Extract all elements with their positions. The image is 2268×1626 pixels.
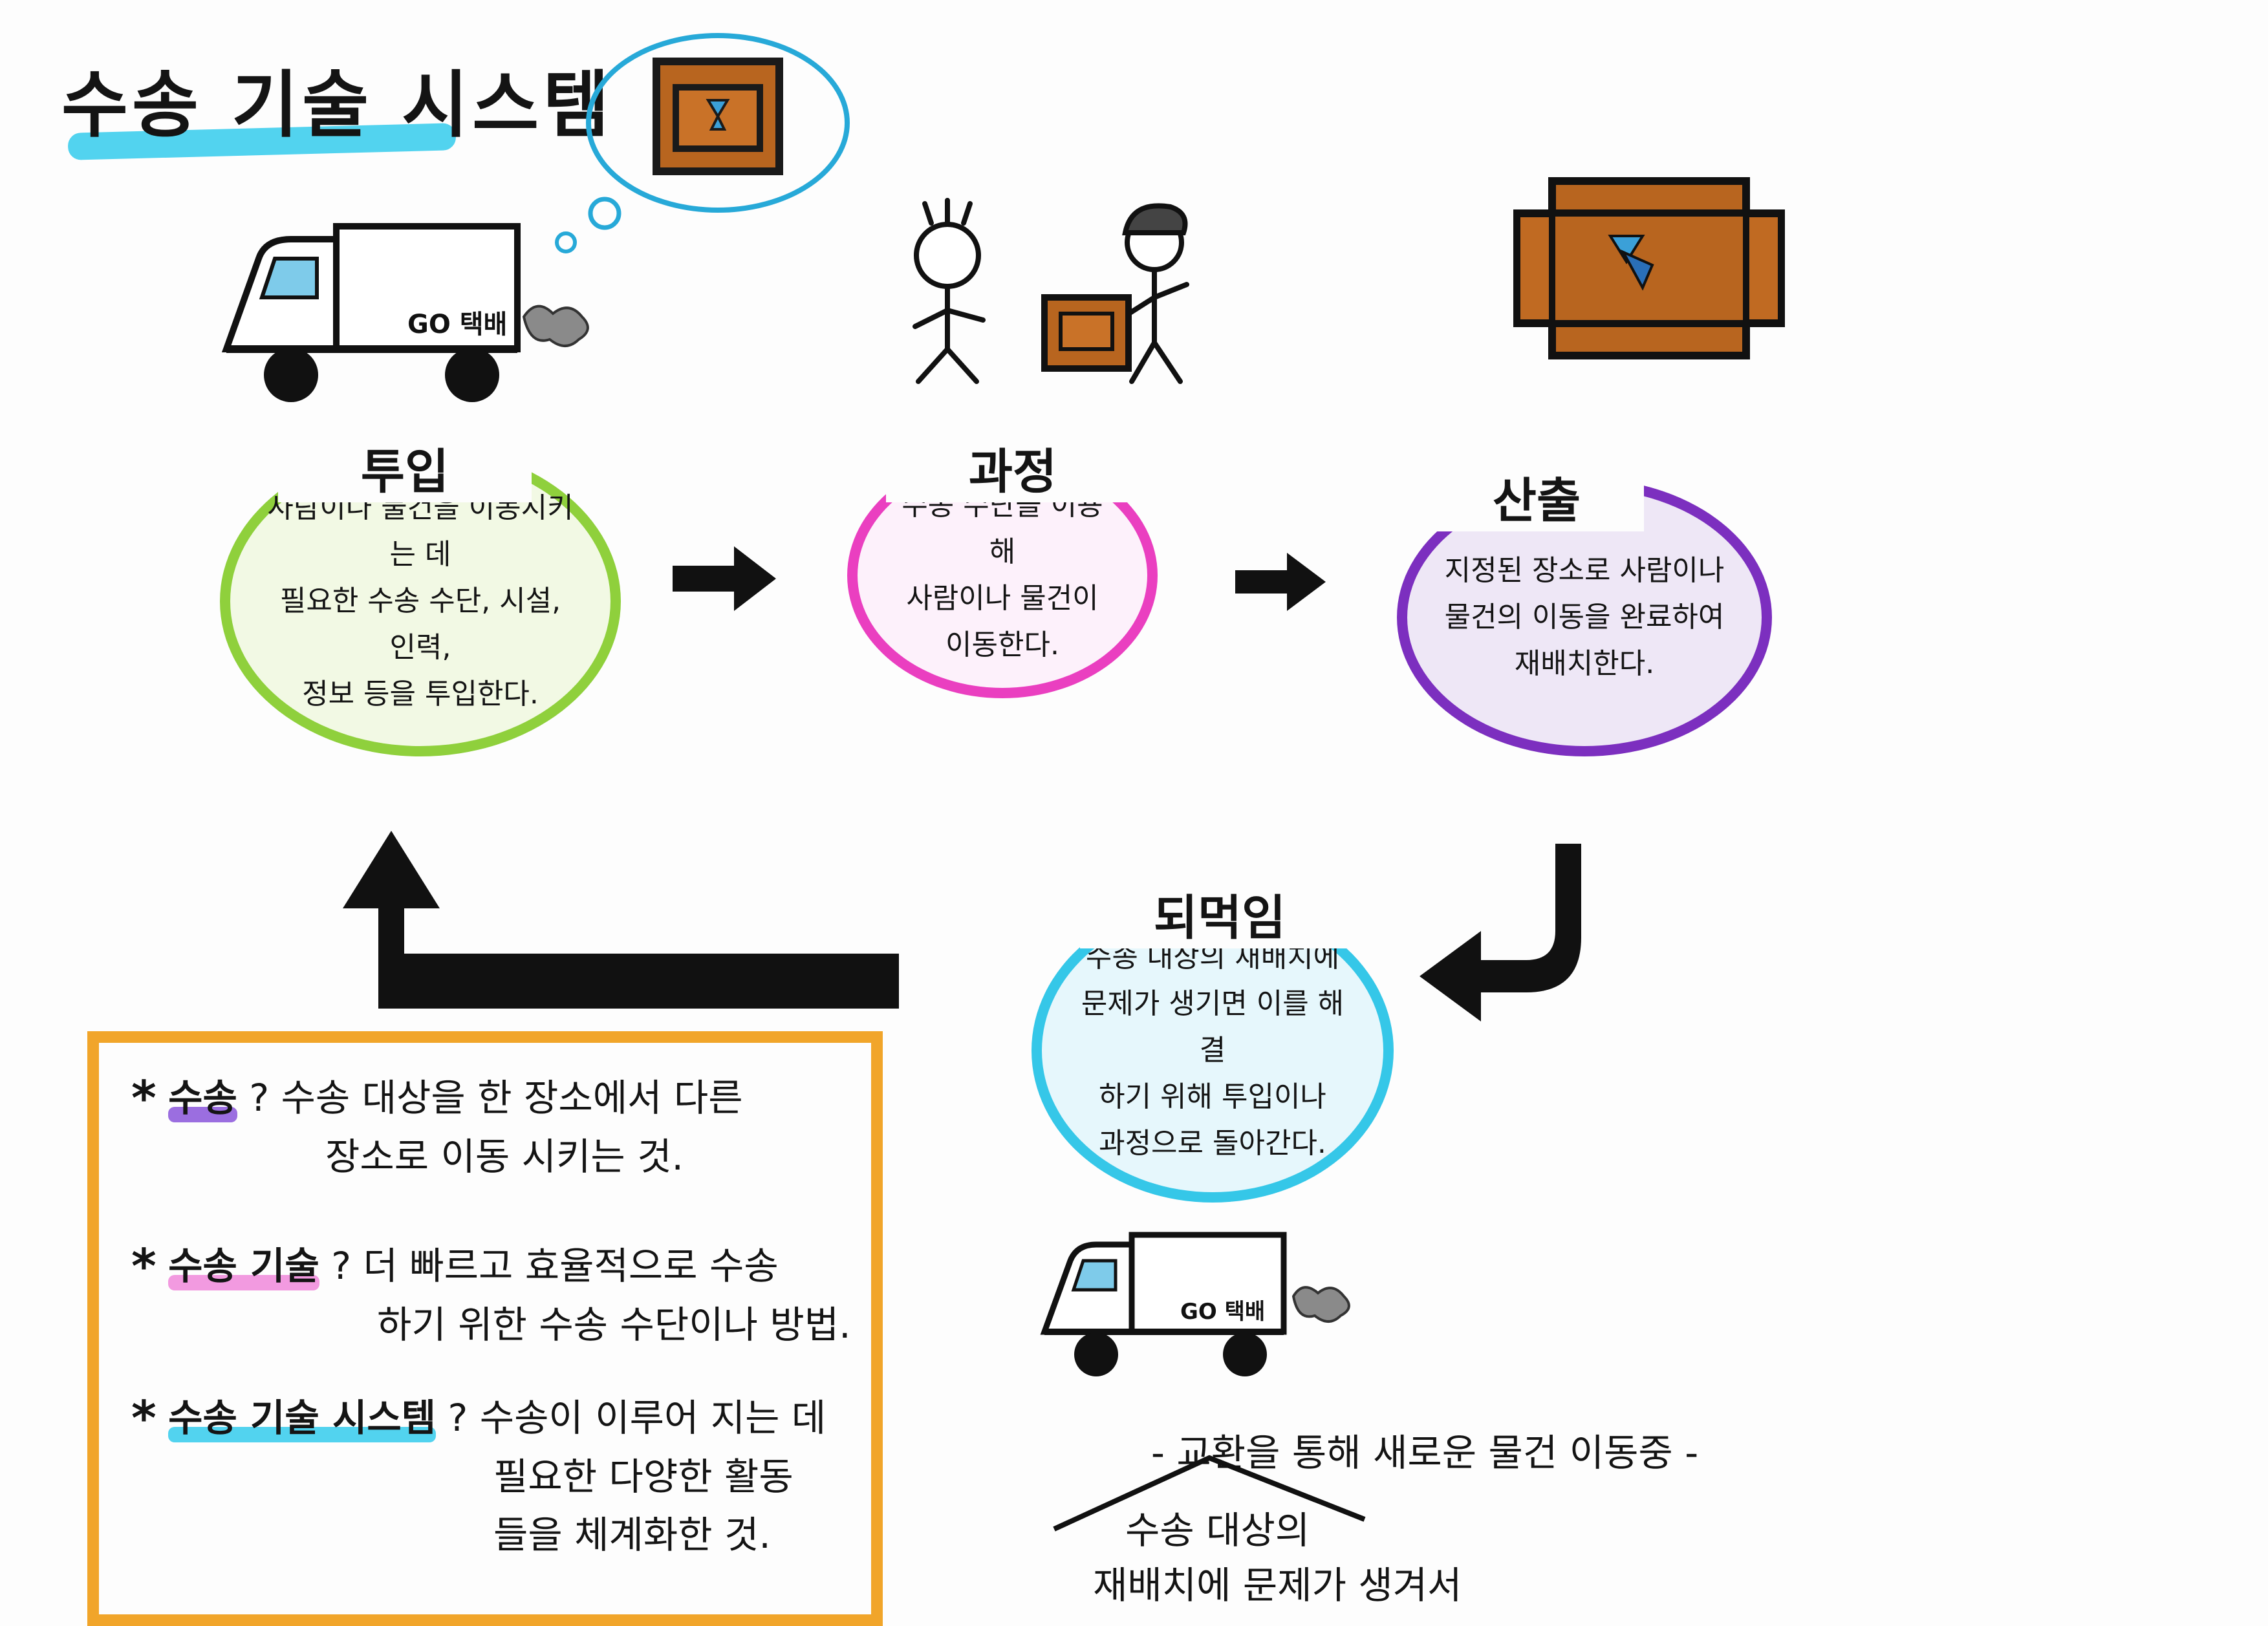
definition-transport: * 수송 ? 수송 대상을 한 장소에서 다른 장소로 이동 시키는 것.	[131, 1069, 743, 1186]
definition-term: 수송	[168, 1076, 237, 1122]
stage-feedback-title: 되먹임	[1080, 879, 1359, 948]
page-title: 수송 기술 시스템	[61, 63, 614, 147]
arrow-feedback-to-input	[343, 831, 899, 1009]
truck-label: GO 택배	[407, 310, 507, 339]
truck-label: GO 택배	[1180, 1299, 1265, 1325]
definitions-box: * 수송 ? 수송 대상을 한 장소에서 다른 장소로 이동 시키는 것. * …	[87, 1031, 883, 1626]
roof-text-line2: 재배치에 문제가 생겨서	[1093, 1563, 1462, 1607]
definition-term: 수송 기술 시스템	[168, 1396, 437, 1442]
star-icon: *	[131, 1391, 157, 1446]
stick-people-icon	[913, 198, 1189, 384]
star-icon: *	[131, 1071, 157, 1126]
cargo-box-icon	[653, 58, 783, 175]
delivery-truck-icon: GO 택배	[1040, 1232, 1350, 1376]
arrow-process-to-output	[1235, 553, 1326, 611]
stage-input-text: 사람이나 물건을 이동시키는 데 필요한 수송 수단, 시설, 인력, 정보 등…	[267, 491, 574, 711]
definition-term: 수송 기술	[168, 1244, 319, 1290]
definition-text: ? 수송 대상을 한 장소에서 다른	[249, 1076, 743, 1120]
stage-feedback-text: 수송 대상의 재배치에 문제가 생기면 이를 해결 하기 위해 투입이나 과정으…	[1081, 941, 1345, 1160]
delivery-truck-icon: GO 택배	[221, 223, 589, 402]
roof-line	[1053, 1455, 1366, 1532]
definition-text-continued: 필요한 다양한 활동 들을 체계화한 것.	[493, 1455, 794, 1557]
stage-process-text: 수송 수단을 이용해 사람이나 물건이 이동한다.	[902, 489, 1103, 661]
roof-text-line1: 수송 대상의	[1125, 1508, 1310, 1552]
arrow-input-to-process	[673, 546, 776, 611]
stage-process-title: 과정	[886, 433, 1139, 502]
definition-text: ? 더 빠르고 효율적으로 수송	[331, 1244, 779, 1288]
cargo-box-icon	[1513, 177, 1785, 359]
definition-text: ? 수송이 이루어 지는 데	[448, 1396, 826, 1440]
definition-text-continued: 장소로 이동 시키는 것.	[325, 1135, 684, 1179]
definition-transport-tech-system: * 수송 기술 시스템 ? 수송이 이루어 지는 데 필요한 다양한 활동 들을…	[131, 1389, 826, 1564]
stage-output-title: 산출	[1429, 462, 1644, 531]
thought-bubble	[555, 33, 850, 253]
arrow-output-to-feedback	[1420, 844, 1581, 1022]
stage-input-title: 투입	[278, 433, 532, 502]
bottom-caption: - 교환을 통해 새로운 물건 이동중 -	[1151, 1431, 1699, 1475]
definition-transport-tech: * 수송 기술 ? 더 빠르고 효율적으로 수송 하기 위한 수송 수단이나 방…	[131, 1237, 851, 1354]
star-icon: *	[131, 1239, 157, 1294]
stage-output-text: 지정된 장소로 사람이나 물건의 이동을 완료하여 재배치한다.	[1444, 554, 1725, 680]
definition-text-continued: 하기 위한 수송 수단이나 방법.	[377, 1303, 851, 1347]
